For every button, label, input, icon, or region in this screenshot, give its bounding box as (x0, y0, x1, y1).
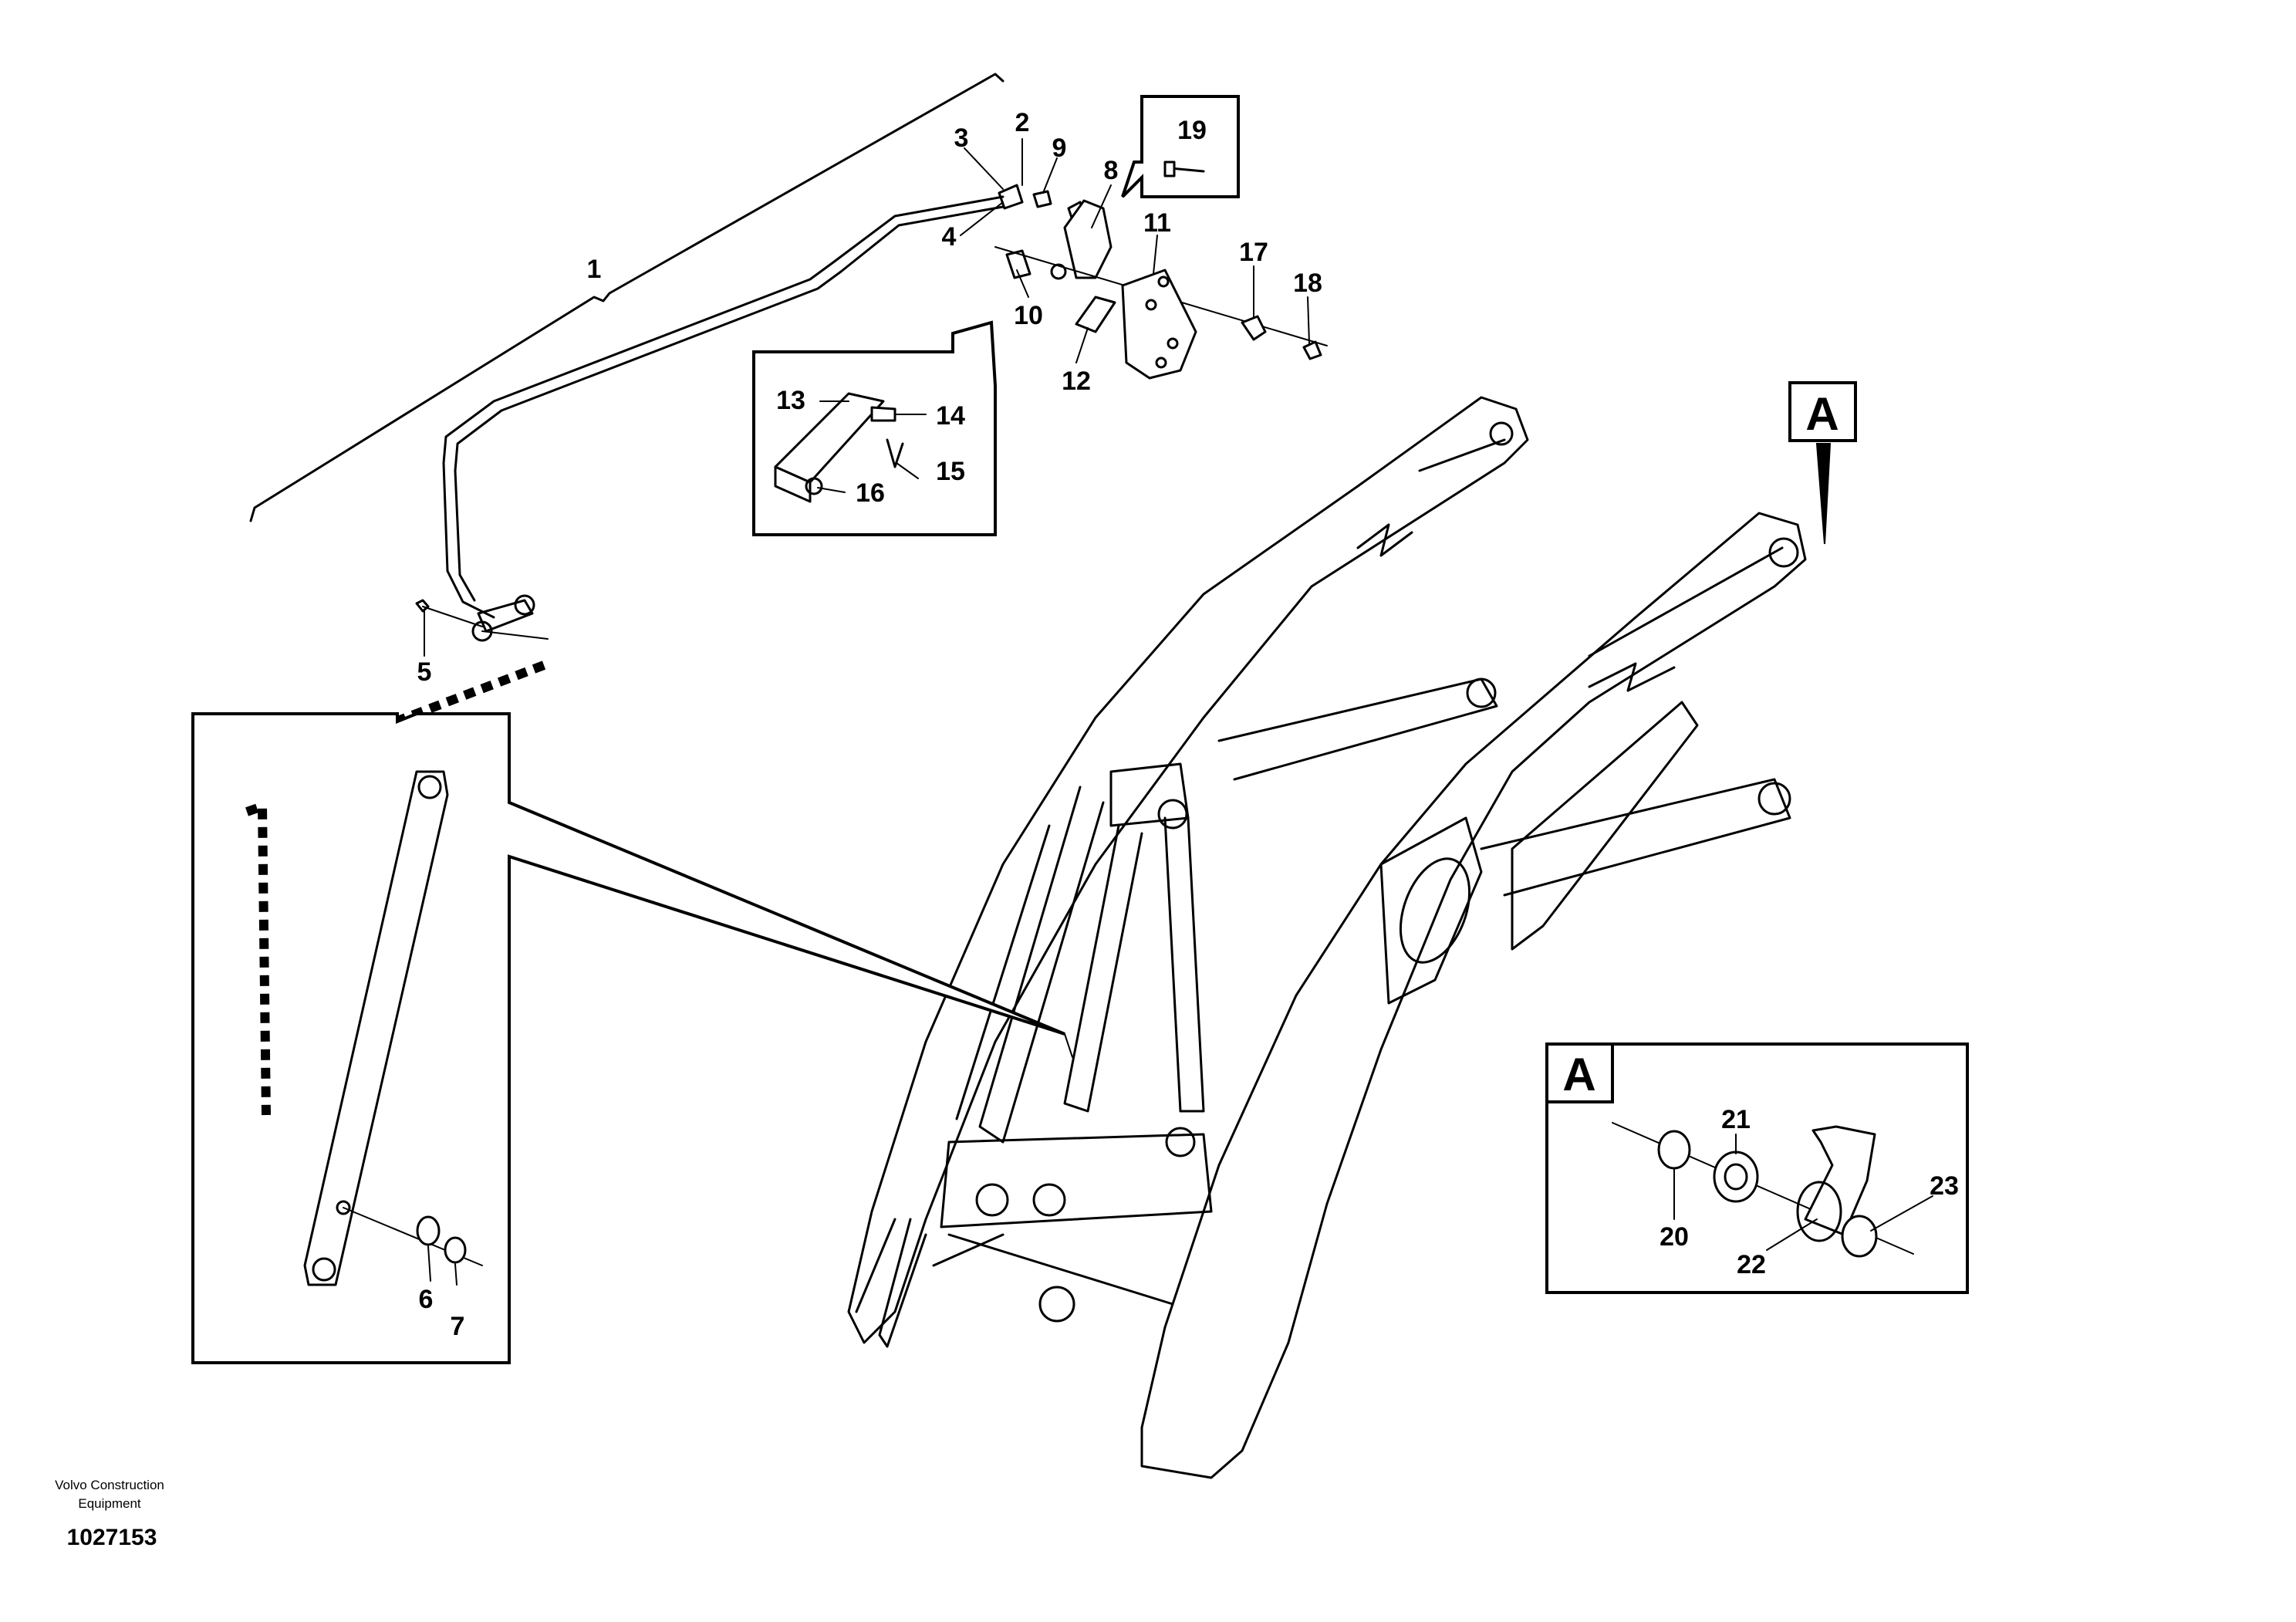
linkage-rod (249, 73, 1004, 730)
part-label-6: 6 (419, 1285, 434, 1314)
detail-view-a: A (1545, 1042, 1969, 1294)
part-label-20: 20 (1660, 1222, 1689, 1252)
part-label-9: 9 (1052, 133, 1067, 163)
part-label-4: 4 (942, 222, 957, 252)
part-label-19: 19 (1177, 116, 1207, 145)
part-label-15: 15 (936, 457, 965, 486)
pedal-linkage-parts (994, 184, 1328, 380)
drawing-number: 1027153 (67, 1525, 157, 1550)
part-label-14: 14 (936, 401, 965, 431)
part-label-21: 21 (1721, 1105, 1751, 1134)
leader-lines (424, 138, 1933, 1286)
part-label-16: 16 (856, 478, 885, 508)
part-label-18: 18 (1293, 269, 1322, 298)
part-label-22: 22 (1737, 1250, 1766, 1279)
part-label-23: 23 (1930, 1171, 1959, 1201)
detail-view-a-label: A (1562, 1049, 1595, 1100)
part-label-11: 11 (1143, 208, 1171, 238)
footer-company-line2: Equipment (78, 1496, 141, 1511)
view-a-marker-label: A (1805, 388, 1838, 440)
part-labels: 1 2 3 4 5 6 7 8 9 10 11 12 13 14 15 16 1… (417, 108, 1959, 1341)
footer: Volvo Construction Equipment 1027153 (55, 1478, 164, 1550)
detail-box-bolt (1121, 95, 1240, 198)
detail-box-bracket (752, 320, 997, 536)
footer-company-line1: Volvo Construction (55, 1478, 164, 1492)
part-label-5: 5 (417, 657, 432, 687)
part-label-8: 8 (1104, 156, 1119, 185)
boom-frame (847, 396, 1807, 1479)
part-label-17: 17 (1239, 238, 1268, 267)
part-label-12: 12 (1062, 367, 1091, 396)
part-label-13: 13 (776, 386, 805, 415)
part-label-3: 3 (954, 123, 969, 153)
part-label-1: 1 (587, 255, 602, 284)
view-a-marker: A (1788, 381, 1857, 545)
part-label-2: 2 (1015, 108, 1030, 137)
part-label-10: 10 (1014, 301, 1043, 330)
part-label-7: 7 (451, 1312, 465, 1341)
detail-box-link (191, 712, 1065, 1364)
